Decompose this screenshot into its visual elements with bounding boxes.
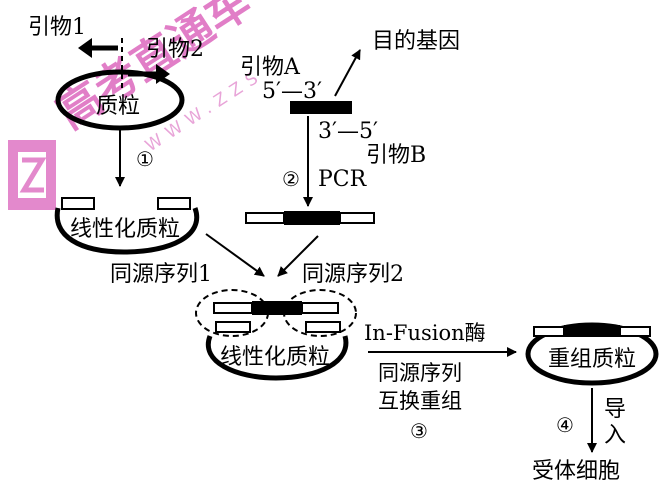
linear-plasmid-1-label: 线性化质粒 [70, 217, 180, 242]
linear-plasmid-1-body [54, 207, 200, 255]
step3-arrow: In-Fusion酶 同源序列 互换重组 ③ [364, 321, 517, 443]
pcr-product-gene [284, 211, 340, 225]
step1-number: ① [136, 147, 154, 171]
primer2-label: 引物2 [146, 37, 204, 62]
linear-plasmid-2-body [205, 335, 349, 381]
aligned-insert-gene [252, 301, 302, 315]
step2-arrow: ② PCR [282, 116, 368, 207]
primer1-arrow [78, 38, 118, 58]
recombinant-plasmid-label: 重组质粒 [548, 347, 636, 372]
plasmid-ring [55, 69, 185, 131]
homology-end-left [61, 197, 95, 210]
watermark-logo [8, 140, 56, 210]
converge-arrow-left [205, 233, 265, 277]
target-gene-bar [290, 101, 352, 114]
linear-plasmid-2-label: 线性化质粒 [220, 345, 330, 370]
aligned-insert-left-homology [213, 302, 253, 314]
three-five-bottom-label: 3′—5′ [318, 119, 378, 144]
recombinant-plasmid: 重组质粒 [525, 322, 659, 386]
recombinant-left-homology [533, 326, 565, 337]
plasmid-with-primers: 引物1 引物2 质粒 [28, 15, 204, 131]
recombination-label: 互换重组 [378, 389, 462, 413]
step1-arrow: ① [115, 130, 154, 187]
homolog-seq-1-label: 同源序列1 [110, 262, 212, 287]
pcr-label: PCR [318, 167, 368, 192]
pcr-product-right-homology [339, 212, 375, 224]
in-fusion-label: In-Fusion酶 [364, 321, 486, 345]
primer1-label: 引物1 [28, 15, 86, 40]
introduce-label-2: 入 [604, 423, 626, 448]
introduce-label-1: 导 [604, 397, 626, 422]
target-gene-label: 目的基因 [372, 29, 460, 54]
homology-alignment: 线性化质粒 [195, 289, 357, 381]
pcr-product [245, 211, 375, 225]
step3-number: ③ [410, 419, 428, 443]
homology-end-right [157, 197, 191, 210]
aligned-plasmid-left-homology [215, 321, 251, 333]
pcr-product-left-homology [245, 212, 285, 224]
step2-number: ② [282, 167, 300, 191]
plasmid-label: 质粒 [96, 94, 140, 119]
step4-number: ④ [556, 413, 574, 437]
primerB-label: 引物B [366, 143, 426, 168]
converge-arrow-right [277, 235, 319, 277]
step4-arrow: ④ 导 入 受体细胞 [532, 388, 626, 484]
homolog-seq-2-label: 同源序列2 [302, 262, 404, 287]
target-gene-template: 引物A 5′—3′ 目的基因 3′—5′ 引物B [240, 29, 460, 168]
aligned-plasmid-right-homology [305, 321, 341, 333]
recombinant-right-homology [619, 326, 651, 337]
target-gene-pointer [334, 49, 361, 97]
primerA-label: 引物A [240, 55, 301, 80]
aligned-insert-right-homology [301, 302, 339, 314]
five-three-top-label: 5′—3′ [262, 79, 322, 104]
recipient-cell-label: 受体细胞 [532, 459, 620, 484]
recombinant-gene [564, 325, 620, 337]
homolog-seq-label: 同源序列 [378, 361, 462, 385]
linear-plasmid-1: 线性化质粒 [54, 197, 200, 255]
